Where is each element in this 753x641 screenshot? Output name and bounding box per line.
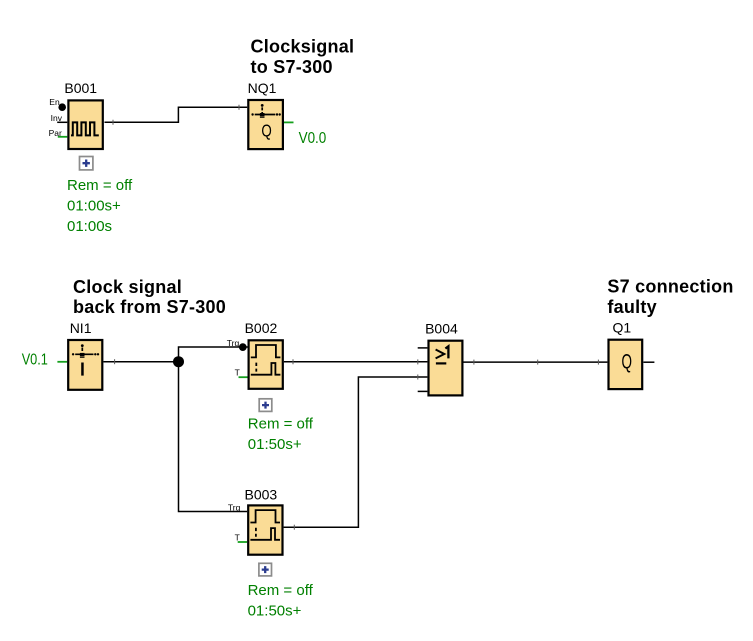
svg-text:Q: Q xyxy=(622,350,633,373)
svg-text:01:50s+: 01:50s+ xyxy=(248,603,302,620)
svg-text:Rem = off: Rem = off xyxy=(248,416,314,433)
svg-text:T: T xyxy=(235,533,240,543)
svg-text:Q1: Q1 xyxy=(613,320,632,336)
svg-text:Q: Q xyxy=(261,120,271,140)
svg-text:S7 connection: S7 connection xyxy=(607,277,733,297)
svg-text:T: T xyxy=(235,368,240,378)
svg-text:Rem = off: Rem = off xyxy=(67,177,133,194)
svg-text:01:00s+: 01:00s+ xyxy=(67,198,121,215)
svg-text:V0.1: V0.1 xyxy=(22,351,48,368)
svg-text:01:50s+: 01:50s+ xyxy=(248,436,302,453)
svg-text:V0.0: V0.0 xyxy=(299,130,327,147)
svg-text:Trg: Trg xyxy=(227,338,240,348)
svg-text:B001: B001 xyxy=(64,80,97,96)
svg-text:En: En xyxy=(49,97,60,107)
svg-text:to S7-300: to S7-300 xyxy=(251,57,333,77)
svg-text:Inv: Inv xyxy=(51,113,63,123)
svg-text:Rem = off: Rem = off xyxy=(248,582,314,599)
svg-text:B004: B004 xyxy=(425,321,458,337)
svg-text:back from S7-300: back from S7-300 xyxy=(73,297,226,317)
svg-text:Par: Par xyxy=(49,128,62,138)
svg-text:Clock signal: Clock signal xyxy=(73,277,182,297)
svg-text:B003: B003 xyxy=(245,486,278,502)
svg-text:Trg: Trg xyxy=(228,502,241,512)
svg-text:01:00s: 01:00s xyxy=(67,218,112,235)
svg-text:NI1: NI1 xyxy=(70,320,92,336)
svg-text:faulty: faulty xyxy=(607,297,657,317)
svg-text:NQ1: NQ1 xyxy=(248,80,277,96)
svg-text:Clocksignal: Clocksignal xyxy=(251,37,355,57)
svg-text:B002: B002 xyxy=(245,320,278,336)
